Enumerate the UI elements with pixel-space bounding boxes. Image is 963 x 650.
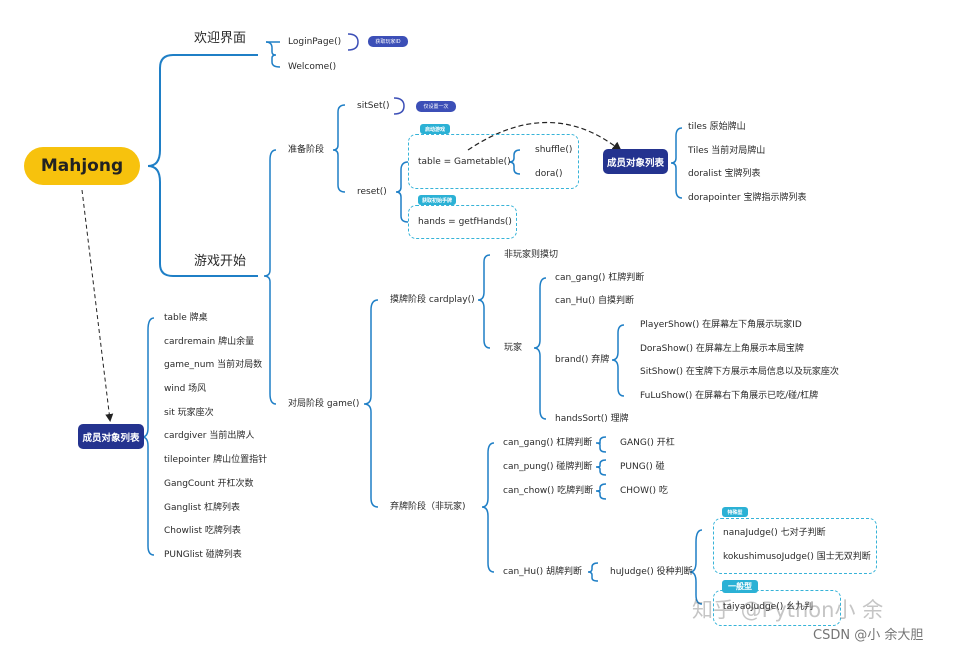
member-right-2: doralist 宝牌列表 — [688, 169, 761, 179]
node-discard: 弃牌阶段（非玩家) — [390, 502, 466, 512]
special-box — [713, 518, 877, 574]
node-sitset: sitSet() — [357, 101, 390, 111]
tag-normal: 一般型 — [722, 580, 758, 593]
node-chow: CHOW() 吃 — [620, 486, 668, 496]
hands-box — [408, 205, 517, 239]
member-left-0: table 牌桌 — [164, 313, 208, 323]
node-nanajudge: nanaJudge() 七对子判断 — [723, 528, 826, 538]
node-draw: 摸牌阶段 cardplay() — [390, 295, 475, 305]
node-welcome: Welcome() — [288, 62, 337, 72]
tag-login: 获取玩家ID — [368, 36, 408, 47]
node-reset: reset() — [357, 187, 387, 197]
node-gang: GANG() 开杠 — [620, 438, 675, 448]
node-can-hu-discard: can_Hu() 胡牌判断 — [503, 567, 583, 577]
tag-gametable: 启动游戏 — [420, 124, 450, 134]
tag-special: 特殊型 — [722, 507, 748, 517]
member-left-3: wind 场风 — [164, 384, 207, 394]
tag-sitset: 仅设置一次 — [416, 101, 456, 112]
node-can-pung: can_pung() 碰牌判断 — [503, 462, 593, 472]
member-left-6: tilepointer 牌山位置指针 — [164, 455, 268, 465]
node-game: 对局阶段 game() — [288, 399, 360, 409]
member-left-9: Chowlist 吃牌列表 — [164, 526, 241, 536]
member-left-7: GangCount 开杠次数 — [164, 479, 254, 489]
root-node: Mahjong — [24, 147, 140, 185]
member-left-8: Ganglist 杠牌列表 — [164, 503, 240, 513]
zhihu-watermark: 知乎 @Python小 余 — [692, 598, 884, 622]
node-player: 玩家 — [504, 343, 523, 353]
member-right-1: Tiles 当前对局牌山 — [688, 146, 766, 156]
node-can-gang-discard: can_gang() 杠牌判断 — [503, 438, 593, 448]
node-can-gang-draw: can_gang() 杠牌判断 — [555, 273, 645, 283]
member-left-1: cardremain 牌山余量 — [164, 337, 255, 347]
csdn-watermark: CSDN @小 余大胆 — [813, 628, 924, 643]
member-right-0: tiles 原始牌山 — [688, 122, 746, 132]
node-shuffle: shuffle() — [535, 145, 573, 155]
node-kokushi: kokushimusoJudge() 国士无双判断 — [723, 552, 871, 562]
node-dora: dora() — [535, 169, 563, 179]
member-left-10: PUNGlist 碰牌列表 — [164, 550, 242, 560]
node-fulushow: FuLuShow() 在屏幕右下角展示已吃/碰/杠牌 — [640, 391, 819, 401]
node-table: table = Gametable() — [418, 157, 511, 167]
member-list-box-left: 成员对象列表 — [78, 424, 144, 449]
node-can-chow: can_chow() 吃牌判断 — [503, 486, 594, 496]
member-left-4: sit 玩家座次 — [164, 408, 214, 418]
normal-box — [713, 590, 841, 626]
table-box — [408, 134, 579, 189]
node-can-hu-draw: can_Hu() 自摸判断 — [555, 296, 635, 306]
node-hujudge: huJudge() 役种判断 — [610, 567, 693, 577]
node-brand: brand() 弃牌 — [555, 355, 610, 365]
node-dorashow: DoraShow() 在屏幕左上角展示本局宝牌 — [640, 344, 804, 354]
branch-game-start: 游戏开始 — [194, 254, 247, 269]
node-non-player: 非玩家则摸切 — [504, 250, 559, 260]
node-prepare: 准备阶段 — [288, 145, 325, 155]
member-list-box-right: 成员对象列表 — [603, 149, 668, 174]
root-label: Mahjong — [40, 156, 124, 176]
node-handssort: handsSort() 理牌 — [555, 414, 629, 424]
node-sitshow: SitShow() 在宝牌下方展示本局信息以及玩家座次 — [640, 367, 839, 377]
node-taiyao: taiyaoJudge() 幺九判 — [723, 602, 814, 612]
branch-welcome: 欢迎界面 — [194, 31, 247, 46]
node-pung: PUNG() 碰 — [620, 462, 665, 472]
member-left-5: cardgiver 当前出牌人 — [164, 431, 255, 441]
node-playershow: PlayerShow() 在屏幕左下角展示玩家ID — [640, 320, 802, 330]
node-loginpage: LoginPage() — [288, 37, 342, 47]
node-hands: hands = getfHands() — [418, 217, 512, 227]
tag-gethands: 获取初始手牌 — [418, 195, 456, 205]
member-left-2: game_num 当前对局数 — [164, 360, 263, 370]
member-right-3: dorapointer 宝牌指示牌列表 — [688, 193, 807, 203]
